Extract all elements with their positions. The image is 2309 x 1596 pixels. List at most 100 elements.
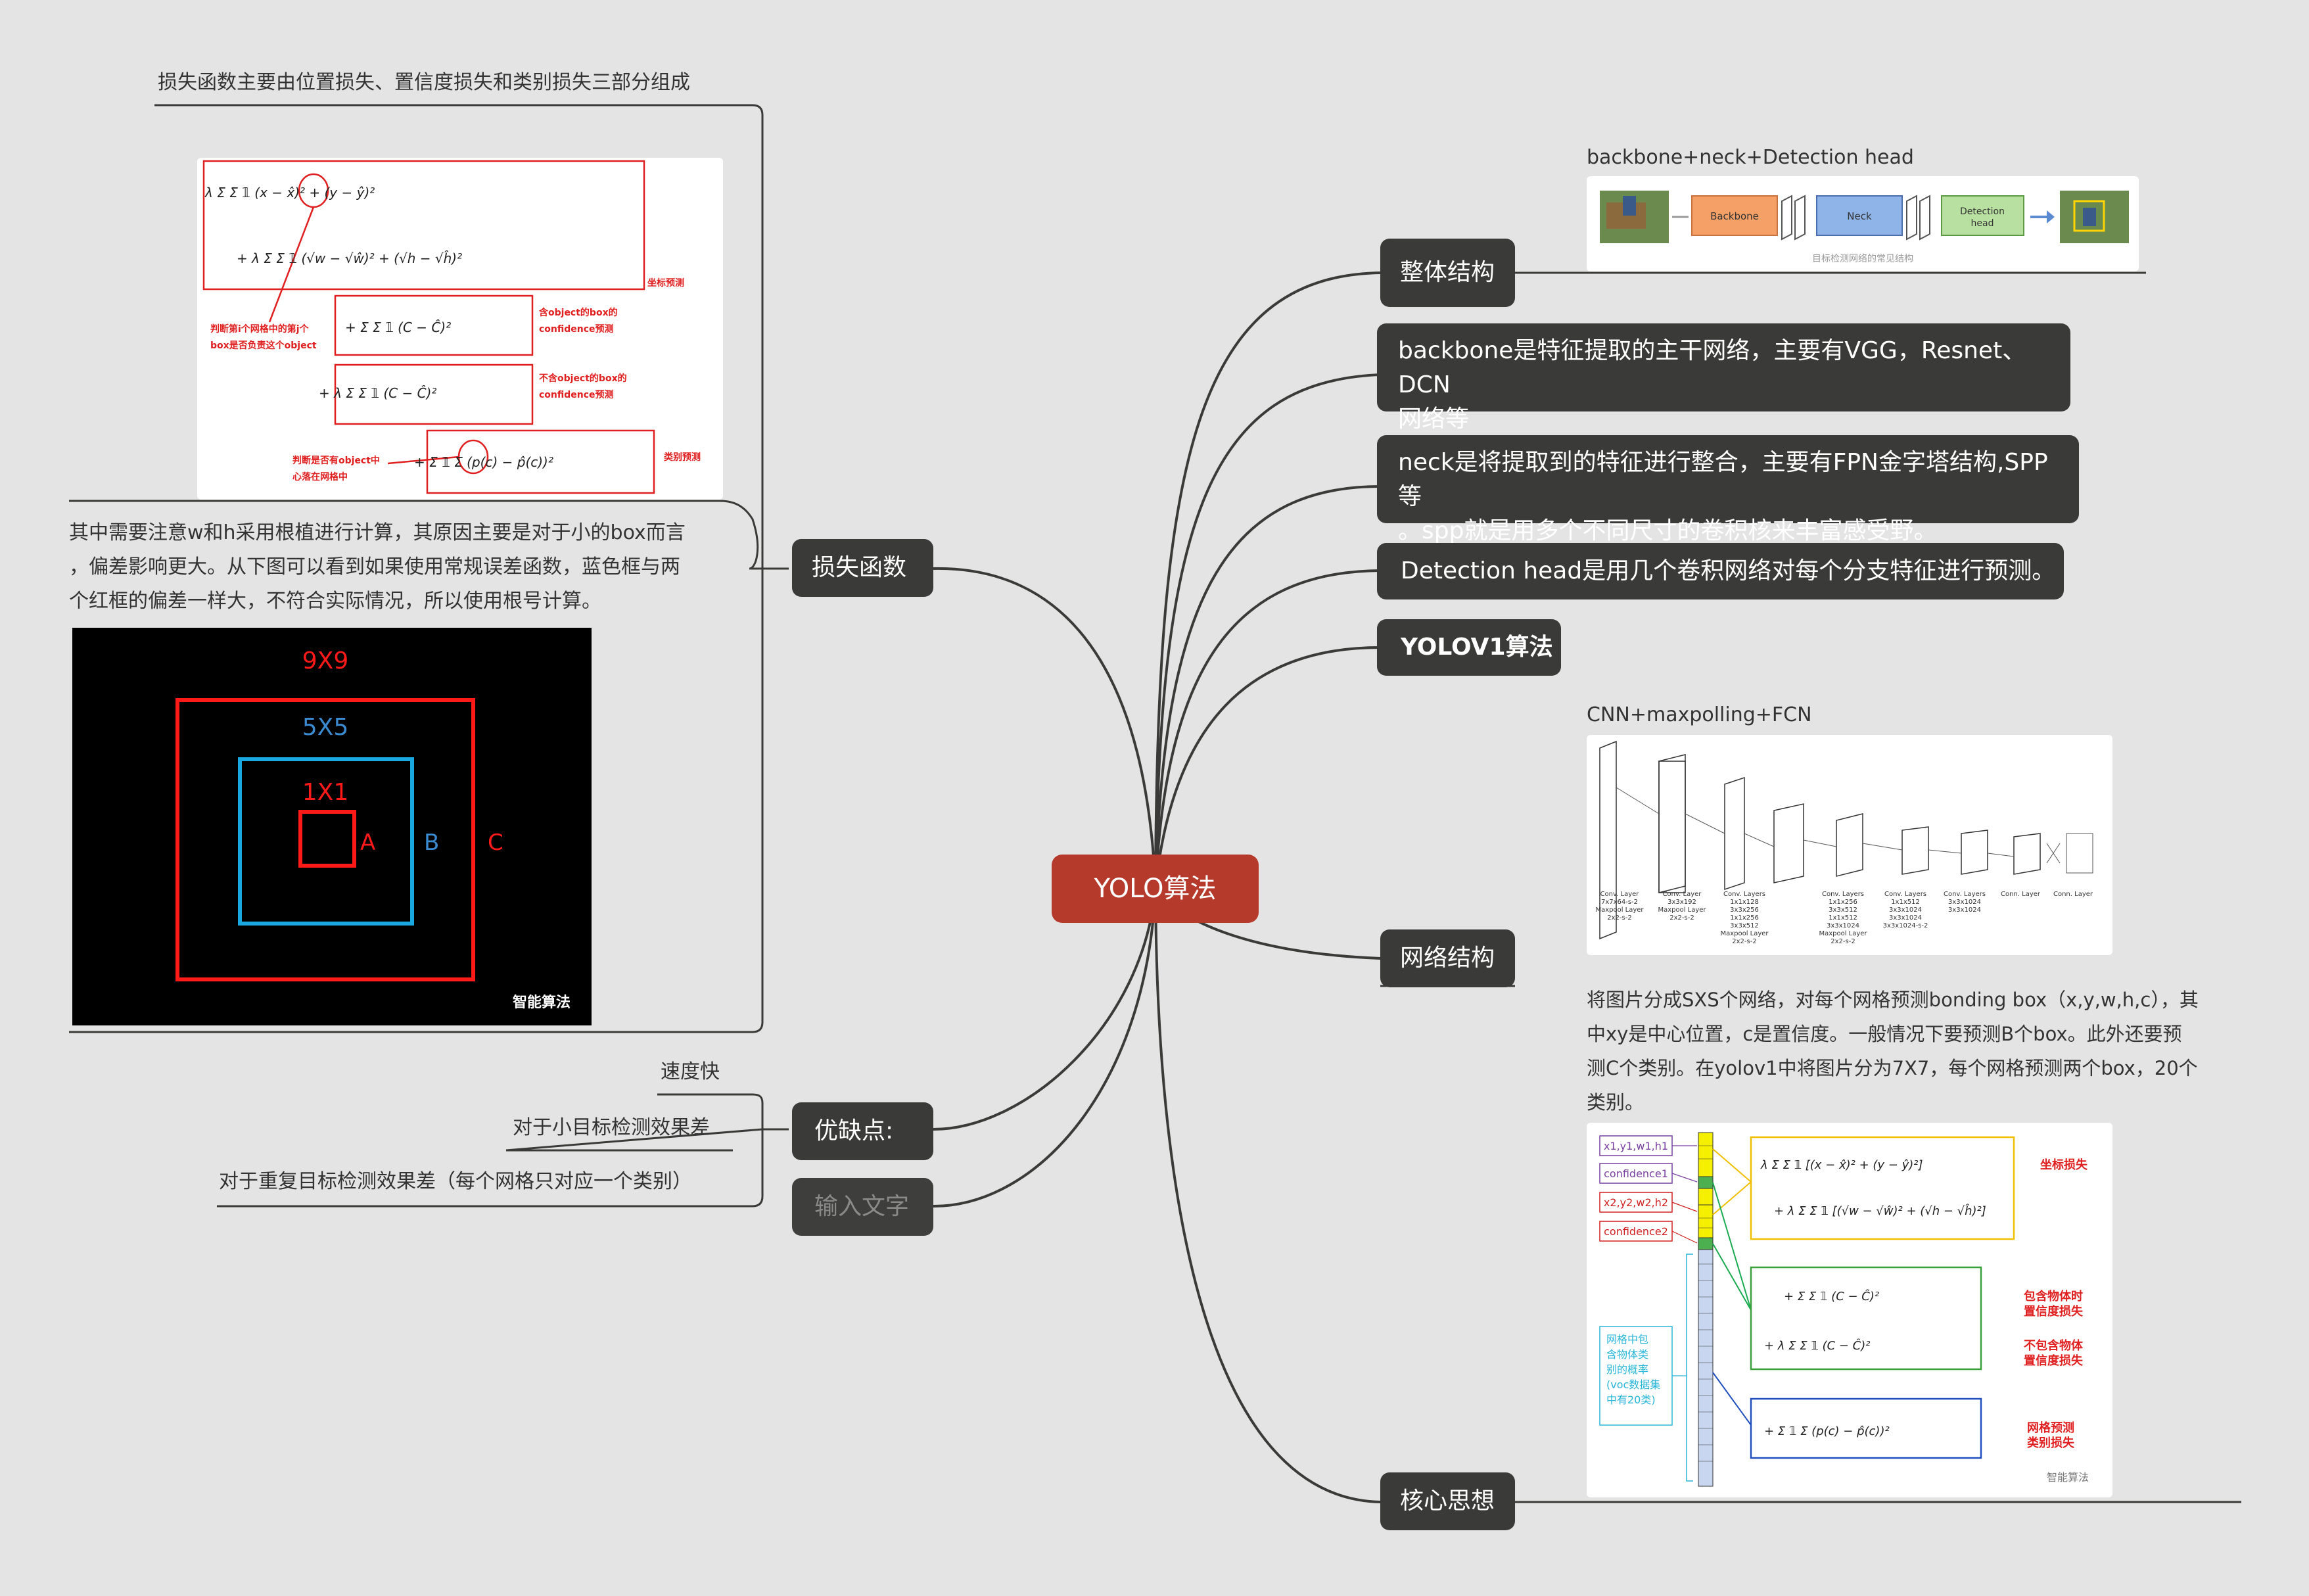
net-layer-4-line-7: 2x2-s-2 xyxy=(1831,938,1855,945)
net-layer-1-line-1: Conv. Layer xyxy=(1600,891,1640,898)
box-watermark: 智能算法 xyxy=(513,994,571,1011)
loss-label-class-1: 网格预测 xyxy=(2027,1420,2074,1435)
svg-text:+ Σ Σ 𝟙 (C − Ĉ)²: + Σ Σ 𝟙 (C − Ĉ)² xyxy=(1784,1289,1879,1303)
node-loss[interactable]: 损失函数 xyxy=(792,539,933,597)
net-layer-3-line-6: Maxpool Layer xyxy=(1720,930,1769,937)
loss-label-obj-2: 置信度损失 xyxy=(2024,1304,2084,1319)
net-layer-4-line-5: 3x3x1024 xyxy=(1827,922,1859,929)
loss-label-obj-1: 包含物体时 xyxy=(2024,1289,2083,1303)
loss-ann-center-2: 心落在网格中 xyxy=(292,471,348,482)
net-layer-4-line-4: 1x1x512 xyxy=(1829,914,1857,922)
network-figure: Conv. Layer 7x7x64-s-2 Maxpool Layer 2x2… xyxy=(1587,735,2112,955)
loss-note-line-3: 个红框的偏差一样大，不符合实际情况，所以使用根号计算。 xyxy=(69,590,601,613)
overall-caption: backbone+neck+Detection head xyxy=(1587,146,1914,169)
net-layer-4-line-3: 3x3x512 xyxy=(1829,906,1857,914)
core-text-line-2: 中xy是中心位置，c是置信度。一般情况下要预测B个box。此外还要预 xyxy=(1587,1023,2182,1045)
net-layer-4-line-1: Conv. Layers xyxy=(1822,891,1864,898)
net-layer-6-line-1: Conv. Layers xyxy=(1944,891,1986,898)
loss-note-line-2: ，偏差影响更大。从下图可以看到如果使用常规误差函数，蓝色框与两 xyxy=(69,555,680,578)
loss-note: 其中需要注意w和h采用根植进行计算，其原因主要是对于小的box而言 ，偏差影响更… xyxy=(69,516,756,619)
net-layer-3-line-5: 3x3x512 xyxy=(1730,922,1759,929)
grid-label-5: 中有20类) xyxy=(1606,1394,1656,1406)
central-topic[interactable]: YOLO算法 xyxy=(1052,855,1259,923)
overall-figure: Backbone Neck Detection head 目标检测网络的常见结构 xyxy=(1587,176,2139,271)
box-size-figure: 9X9 5X5 1X1 A B C 智能算法 xyxy=(72,628,592,1025)
loss-ann-resp-1: 判断第i个网格中的第j个 xyxy=(210,323,310,335)
net-layer-1-line-3: Maxpool Layer xyxy=(1595,906,1644,914)
con-duplicate-object: 对于重复目标检测效果差（每个网格只对应一个类别） xyxy=(219,1170,692,1193)
neck-note-line-2: 。spp就是用多个不同尺寸的卷积核来丰富感受野。 xyxy=(1398,517,1938,544)
net-layer-1-line-4: 2x2-s-2 xyxy=(1607,914,1631,922)
vec-label-2: confidence1 xyxy=(1604,1167,1668,1180)
node-head-note[interactable]: Detection head是用几个卷积网络对每个分支特征进行预测。 xyxy=(1377,543,2064,599)
node-neck-note[interactable]: neck是将提取到的特征进行整合，主要有FPN金字塔结构,SPP等 。spp就是… xyxy=(1377,435,2079,544)
vec-label-3: x2,y2,w2,h2 xyxy=(1604,1196,1668,1209)
net-layer-3-line-7: 2x2-s-2 xyxy=(1732,938,1756,945)
net-layer-2-line-4: 2x2-s-2 xyxy=(1669,914,1694,922)
backbone-note-line-1: backbone是特征提取的主干网络，主要有VGG，Resnet、DCN xyxy=(1398,337,2026,398)
svg-text:+ λ Σ Σ 𝟙 [(√w − √ŵ)² + (√h −: + λ Σ Σ 𝟙 [(√w − √ŵ)² + (√h − √ĥ)²] xyxy=(1774,1204,1986,1218)
head-label-2: head xyxy=(1971,218,1994,229)
grid-label-2: 含物体类 xyxy=(1606,1348,1648,1361)
node-backbone-note[interactable]: backbone是特征提取的主干网络，主要有VGG，Resnet、DCN 网络等 xyxy=(1377,323,2070,433)
net-layer-5-line-1: Conv. Layers xyxy=(1884,891,1926,898)
con-small-object: 对于小目标检测效果差 xyxy=(513,1116,710,1139)
loss-label-coord: 坐标损失 xyxy=(2040,1158,2088,1172)
loss-ann-noobj-2: confidence预测 xyxy=(539,389,614,400)
node-input-text[interactable]: 输入文字 xyxy=(792,1178,933,1236)
loss-label-noobj-2: 置信度损失 xyxy=(2024,1353,2084,1368)
box-label-5x5: 5X5 xyxy=(302,714,348,741)
loss-ann-resp-2: box是否负责这个object xyxy=(210,340,317,351)
svg-text:λ Σ Σ 𝟙 [(x − x̂)² + (y − ŷ)²: λ Σ Σ 𝟙 [(x − x̂)² + (y − ŷ)²] xyxy=(1760,1158,1923,1172)
net-layer-3-line-1: Conv. Layers xyxy=(1723,891,1765,898)
core-figure: x1,y1,w1,h1 confidence1 x2,y2,w2,h2 conf… xyxy=(1587,1123,2112,1497)
box-label-b: B xyxy=(424,830,439,856)
net-layer-5-line-4: 3x3x1024 xyxy=(1889,914,1922,922)
pro-speed: 速度快 xyxy=(661,1060,720,1083)
neck-note-line-1: neck是将提取到的特征进行整合，主要有FPN金字塔结构,SPP等 xyxy=(1398,449,2048,510)
grid-label-3: 别的概率 xyxy=(1606,1363,1648,1376)
node-pros-cons[interactable]: 优缺点: xyxy=(792,1102,933,1160)
backbone-label: Backbone xyxy=(1710,210,1759,222)
net-layer-1-line-2: 7x7x64-s-2 xyxy=(1601,899,1638,906)
loss-label-noobj-1: 不包含物体 xyxy=(2024,1338,2084,1353)
loss-ann-obj-1: 含object的box的 xyxy=(539,307,618,318)
loss-caption: 损失函数主要由位置损失、置信度损失和类别损失三部分组成 xyxy=(158,71,690,94)
node-core[interactable]: 核心思想 xyxy=(1380,1472,1515,1530)
net-layer-6-line-3: 3x3x1024 xyxy=(1948,906,1981,914)
core-text-line-4: 类别。 xyxy=(1587,1091,1644,1114)
net-layer-2-line-1: Conv. Layer xyxy=(1663,891,1702,898)
box-label-9x9: 9X9 xyxy=(302,647,348,674)
svg-text:+ Σ Σ 𝟙 (C − Ĉ)²: + Σ Σ 𝟙 (C − Ĉ)² xyxy=(345,319,451,335)
vec-label-1: x1,y1,w1,h1 xyxy=(1604,1140,1668,1152)
backbone-note-line-2: 网络等 xyxy=(1398,406,1470,433)
net-layer-8-line-1: Conn. Layer xyxy=(2053,891,2093,898)
svg-text:λ Σ Σ 𝟙 (x − x̂)² + (y − ŷ)²: λ Σ Σ 𝟙 (x − x̂)² + (y − ŷ)² xyxy=(204,185,375,200)
loss-ann-obj-2: confidence预测 xyxy=(539,323,614,335)
node-network[interactable]: 网络结构 xyxy=(1380,929,1515,987)
svg-text:+ Σ 𝟙 Σ (p(c) − p̂(c))²: + Σ 𝟙 Σ (p(c) − p̂(c))² xyxy=(414,454,553,470)
node-yolov1[interactable]: YOLOV1算法 xyxy=(1377,619,1561,676)
net-layer-4-line-6: Maxpool Layer xyxy=(1819,930,1867,937)
head-label-1: Detection xyxy=(1960,206,2005,217)
net-layer-2-line-3: Maxpool Layer xyxy=(1658,906,1706,914)
node-overall[interactable]: 整体结构 xyxy=(1380,239,1515,307)
neck-label: Neck xyxy=(1847,210,1872,222)
svg-text:+ λ Σ Σ 𝟙 (C − Ĉ)²: + λ Σ Σ 𝟙 (C − Ĉ)² xyxy=(1764,1338,1870,1353)
net-layer-5-line-3: 3x3x1024 xyxy=(1889,906,1922,914)
grid-label-1: 网格中包 xyxy=(1606,1333,1648,1346)
loss-ann-coord: 坐标预测 xyxy=(647,277,684,289)
net-layer-5-line-5: 3x3x1024-s-2 xyxy=(1883,922,1928,929)
net-layer-2-line-2: 3x3x192 xyxy=(1668,899,1696,906)
loss-ann-noobj-1: 不含object的box的 xyxy=(539,373,627,384)
grid-label-4: (voc数据集 xyxy=(1606,1378,1660,1391)
net-layer-6-line-2: 3x3x1024 xyxy=(1948,899,1981,906)
net-layer-3-line-4: 1x1x256 xyxy=(1730,914,1759,922)
net-layer-3-line-2: 1x1x128 xyxy=(1730,899,1759,906)
loss-label-class-2: 类别损失 xyxy=(2027,1436,2075,1450)
svg-text:+ λ Σ Σ 𝟙 (√w − √ŵ)² + (√h −: + λ Σ Σ 𝟙 (√w − √ŵ)² + (√h − √ĥ)² xyxy=(237,250,462,266)
network-caption: CNN+maxpolling+FCN xyxy=(1587,703,1812,726)
overall-subcaption: 目标检测网络的常见结构 xyxy=(1812,254,1913,264)
net-layer-7-line-1: Conn. Layer xyxy=(2001,891,2041,898)
net-layer-5-line-2: 1x1x512 xyxy=(1891,899,1920,906)
